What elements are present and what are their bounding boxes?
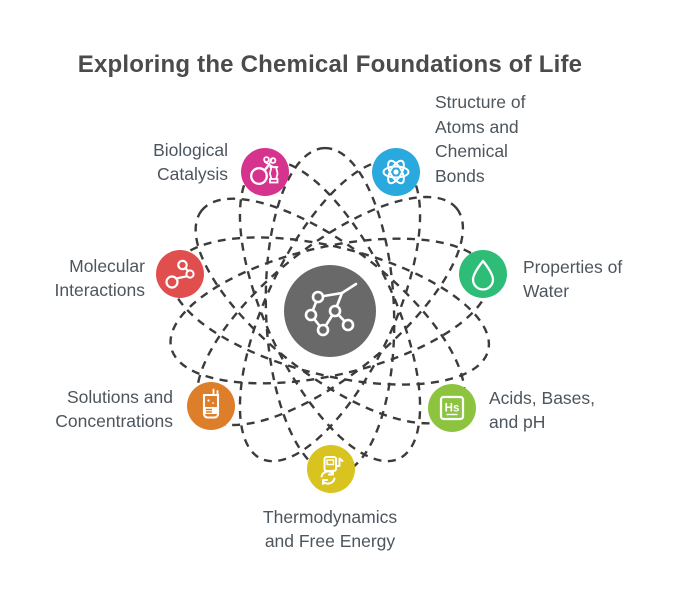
water-drop-icon <box>471 259 495 291</box>
label-structure-of-atoms: Structure of Atoms and Chemical Bonds <box>435 90 525 188</box>
label-line: Molecular <box>69 256 145 276</box>
label-thermodynamics-and-free-energy: Thermodynamics and Free Energy <box>185 506 475 553</box>
label-line: Atoms and <box>435 116 519 137</box>
page-title: Exploring the Chemical Foundations of Li… <box>77 51 583 78</box>
orbit-ellipse <box>194 197 466 425</box>
orbit-ellipse <box>264 146 396 476</box>
element-symbol: Hs <box>445 403 460 415</box>
label-line: Water <box>523 280 570 301</box>
label-acids-bases-and-ph: Acids, Bases, and pH <box>489 387 595 434</box>
label-properties-of-water: Properties of Water <box>523 256 622 303</box>
label-line: Properties of <box>523 257 623 277</box>
label-line: Biological <box>153 140 228 160</box>
center-hub <box>284 265 376 357</box>
orbit-ellipse <box>195 195 465 427</box>
label-solutions-and-concentrations: Solutions and Concentrations <box>55 386 173 433</box>
label-line: Bonds <box>435 165 485 186</box>
node-structure-of-atoms <box>372 148 420 196</box>
label-line: Chemical <box>435 141 508 161</box>
label-line: Solutions and <box>66 387 173 407</box>
label-line: and Free Energy <box>264 530 396 551</box>
beaker-icon <box>202 388 220 419</box>
atom-icon <box>382 159 410 185</box>
node-molecular-interactions <box>156 250 204 298</box>
node-thermodynamics-and-free-energy <box>307 445 355 493</box>
label-biological-catalysis: Biological Catalysis <box>153 139 228 186</box>
label-line: Catalysis <box>157 163 228 184</box>
element-tile-icon: Hs <box>439 395 465 421</box>
node-solutions-and-concentrations <box>187 382 235 430</box>
node-biological-catalysis <box>241 148 289 196</box>
label-line: Acids, Bases, <box>489 388 596 408</box>
mortar-pestle-icon <box>250 156 279 185</box>
molecules-icon <box>165 259 195 289</box>
energy-pump-icon <box>320 456 344 485</box>
molecule-network-icon <box>304 282 358 337</box>
label-line: and pH <box>489 411 546 432</box>
label-line: Concentrations <box>55 410 173 431</box>
node-acids-bases-and-ph: Hs <box>428 384 476 432</box>
label-molecular-interactions: Molecular Interactions <box>55 255 145 302</box>
label-line: Thermodynamics <box>262 507 398 527</box>
label-line: Structure of <box>435 92 526 112</box>
node-properties-of-water <box>459 250 507 298</box>
label-line: Interactions <box>54 279 145 300</box>
